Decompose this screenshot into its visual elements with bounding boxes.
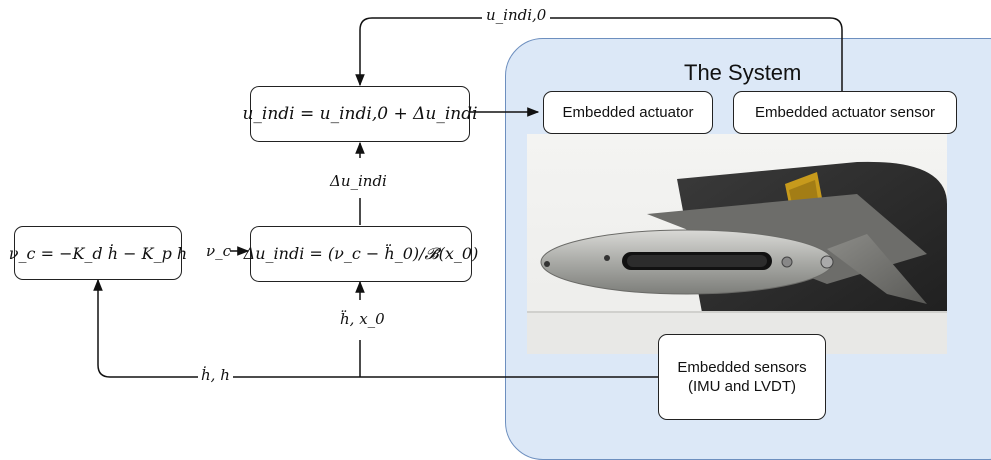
embedded-sensors-box: Embedded sensors (IMU and LVDT): [658, 334, 826, 420]
increment-equation: Δu_indi = (ν_c − ḧ_0)/𝓑̄(x_0): [243, 244, 479, 263]
embedded-actuator-sensor-label: Embedded actuator sensor: [754, 104, 936, 121]
label-nu-c: ν_c: [206, 242, 232, 260]
system-title: The System: [684, 60, 802, 85]
label-accel-state: ḧ, x_0: [340, 310, 385, 328]
embedded-actuator-label: Embedded actuator: [562, 104, 694, 121]
control-law-block: u_indi = u_indi,0 + Δu_indi: [242, 86, 478, 142]
indi-control-diagram: The System: [9, 6, 991, 460]
label-states: ḣ, h: [198, 366, 233, 384]
virtual-control-equation: ν_c = −K_d ḣ − K_p h: [8, 243, 188, 263]
virtual-control-block: ν_c = −K_d ḣ − K_p h: [9, 226, 187, 280]
label-feedback-top: u_indi,0: [482, 6, 551, 24]
increment-block: Δu_indi = (ν_c − ḧ_0)/𝓑̄(x_0): [244, 226, 478, 282]
wire-states-feedback: [93, 278, 658, 378]
wire-feedback-top: [355, 17, 843, 96]
signal-wires: [93, 17, 843, 378]
embedded-actuator-box: Embedded actuator: [543, 91, 713, 134]
embedded-actuator-sensor-box: Embedded actuator sensor: [733, 91, 957, 134]
wing-illustration: [527, 134, 947, 354]
wing-photo: [527, 134, 947, 354]
embedded-sensors-label: Embedded sensors: [677, 359, 807, 376]
embedded-sensors-sublabel: (IMU and LVDT): [687, 378, 797, 395]
label-delta-u: Δu_indi: [330, 172, 387, 190]
control-law-equation: u_indi = u_indi,0 + Δu_indi: [242, 104, 478, 124]
